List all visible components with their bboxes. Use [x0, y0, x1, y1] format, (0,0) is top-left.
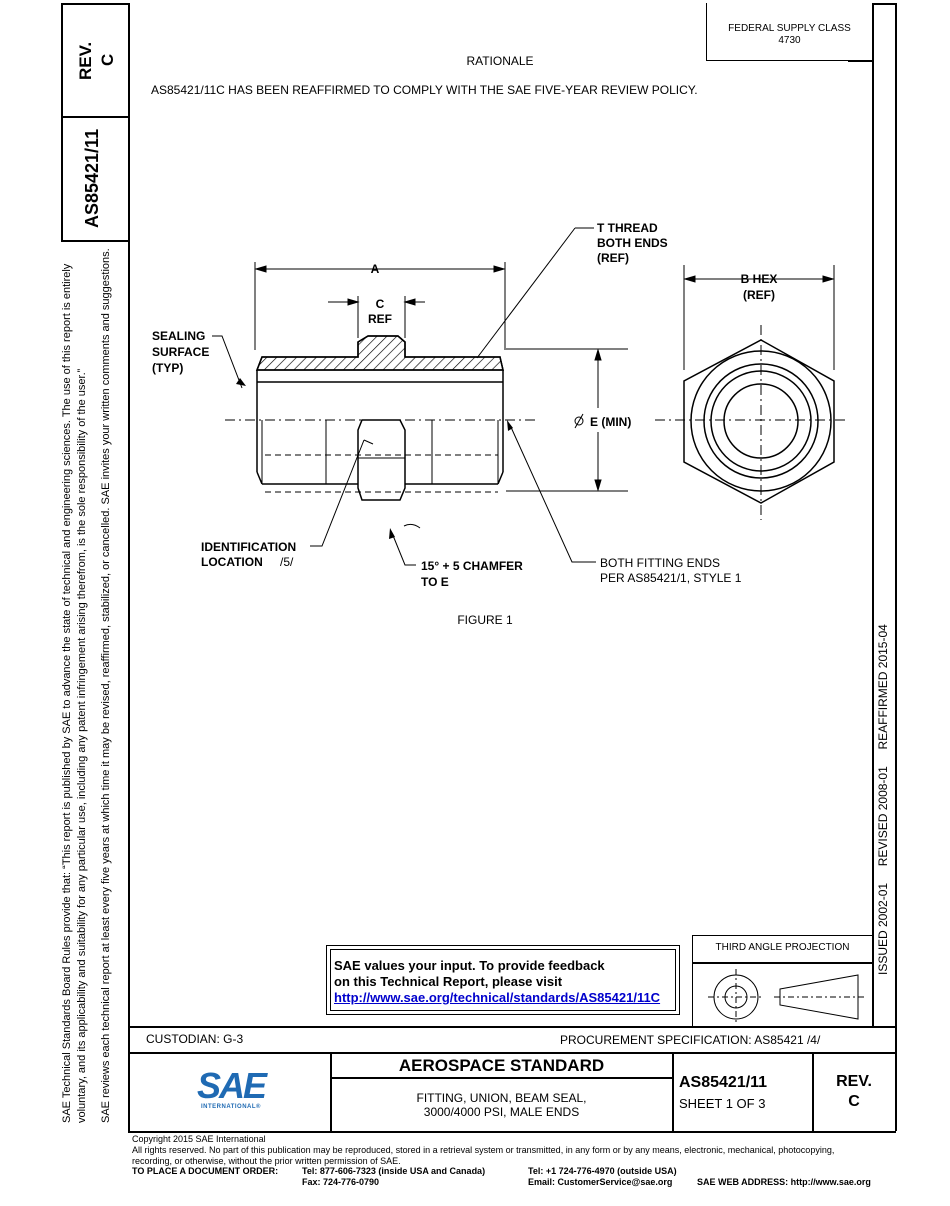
figure-caption: FIGURE 1 [457, 613, 513, 627]
projection-symbol [708, 969, 864, 1025]
b-hex-ref: (REF) [743, 288, 775, 302]
frame-right-top [872, 3, 896, 5]
tb-v2 [672, 1052, 674, 1132]
procurement-spec: PROCUREMENT SPECIFICATION: AS85421 /4/ [560, 1033, 821, 1047]
frame-right-2 [895, 3, 897, 1131]
tb-std-sep [330, 1077, 673, 1079]
tb-top [128, 1026, 896, 1028]
sealing-label-3: (TYP) [152, 361, 183, 375]
dim-c-label: C [376, 297, 385, 311]
chamfer-label-2: TO E [421, 575, 449, 589]
frame-sep-doc [61, 240, 129, 242]
custodian: CUSTODIAN: G-3 [146, 1032, 244, 1046]
rev-value: C [848, 1093, 860, 1110]
tb-bottom [128, 1131, 896, 1133]
frame-left-outer [61, 3, 63, 240]
federal-supply-value: 4730 [778, 35, 801, 46]
sae-logo-sub: INTERNATIONAL® [201, 1104, 261, 1110]
tb-mid [128, 1052, 896, 1054]
ident-note: /5/ [280, 555, 294, 569]
sealing-label-2: SURFACE [152, 345, 209, 359]
feedback-line1: SAE values your input. To provide feedba… [334, 958, 605, 973]
footer-rights-2: recording, or otherwise, without the pri… [132, 1156, 401, 1166]
rationale-text: AS85421/11C HAS BEEN REAFFIRMED TO COMPL… [151, 83, 698, 97]
federal-supply-box [706, 3, 873, 61]
t-thread-label-2: BOTH ENDS [597, 236, 668, 250]
federal-supply-label: FEDERAL SUPPLY CLASS [728, 23, 851, 34]
ends-label-2: PER AS85421/1, STYLE 1 [600, 571, 742, 585]
sealing-label-1: SEALING [152, 329, 205, 343]
footer-email[interactable]: Email: CustomerService@sae.org [528, 1177, 673, 1187]
frame-right-1 [872, 3, 874, 1026]
federal-supply-tick [848, 61, 874, 62]
doc-title-line2: 3000/4000 PSI, MALE ENDS [423, 1105, 580, 1119]
ends-label-1: BOTH FITTING ENDS [600, 556, 720, 570]
footer-tel-outside: Tel: +1 724-776-4970 (outside USA) [528, 1166, 677, 1176]
e-min-label: E (MIN) [590, 415, 631, 429]
dim-a-label: A [371, 262, 380, 276]
projection-label: THIRD ANGLE PROJECTION [715, 942, 850, 953]
t-thread-label-1: T THREAD [597, 221, 658, 235]
rev-label: REV. [836, 1073, 872, 1090]
footer-order-label: TO PLACE A DOCUMENT ORDER: [132, 1166, 279, 1176]
hex-end-view [683, 339, 835, 504]
footer-tel-usa: Tel: 877-606-7323 (inside USA and Canada… [302, 1166, 486, 1176]
doc-title-line1: FITTING, UNION, BEAM SEAL, [416, 1091, 587, 1105]
footer-rights: All rights reserved. No part of this pub… [132, 1145, 835, 1155]
doc-number: AS85421/11 [679, 1074, 768, 1091]
fitting-drawing: A C REF T THREAD BOTH ENDS (REF) SEALING… [152, 221, 845, 627]
tb-v1 [330, 1052, 332, 1132]
frame-sep-rev [61, 116, 129, 118]
feedback-line2: on this Technical Report, please visit [334, 974, 563, 989]
fitting-body [255, 335, 504, 501]
b-hex-label: B HEX [741, 272, 778, 286]
dim-a-line [254, 262, 506, 350]
sheet-number: SHEET 1 OF 3 [679, 1096, 766, 1111]
footer-web[interactable]: SAE WEB ADDRESS: http://www.sae.org [697, 1177, 871, 1187]
frame-left-inner [128, 3, 130, 1131]
sae-logo-text: SAE [196, 1065, 267, 1106]
ident-label-2: LOCATION [201, 555, 263, 569]
issue-dates: ISSUED 2002-01 REVISED 2008-01 REAFFIRME… [876, 624, 890, 975]
feedback-box-inner [330, 949, 676, 1011]
chamfer-label-1: 15° + 5 CHAMFER [421, 559, 523, 573]
footer-fax: Fax: 724-776-0790 [302, 1177, 380, 1187]
projection-sep [692, 962, 873, 964]
footer-copyright: Copyright 2015 SAE International [132, 1134, 266, 1144]
feedback-box-outer [326, 945, 680, 1015]
t-thread-label-3: (REF) [597, 251, 629, 265]
dim-c-ref: REF [368, 312, 392, 326]
aerospace-standard: AEROSPACE STANDARD [398, 1056, 605, 1075]
tb-v3 [812, 1052, 814, 1132]
dim-c-line [328, 296, 425, 338]
ident-label-1: IDENTIFICATION [201, 540, 296, 554]
sae-logo: SAE INTERNATIONAL® [196, 1065, 267, 1116]
frame-top [61, 3, 129, 5]
rationale-heading: RATIONALE [466, 54, 534, 68]
feedback-url-link[interactable]: http://www.sae.org/technical/standards/A… [334, 990, 661, 1005]
